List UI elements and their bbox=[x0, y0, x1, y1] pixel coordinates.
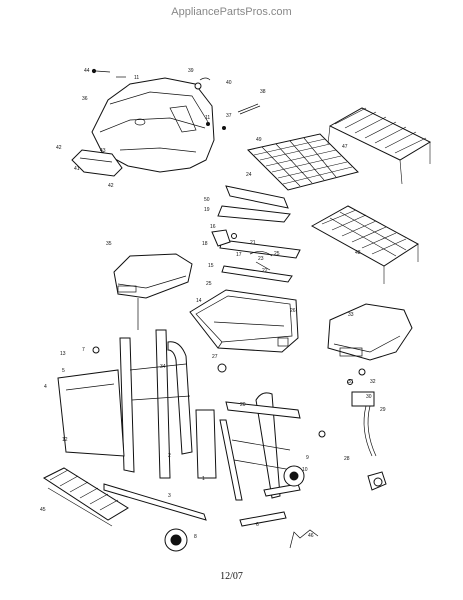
callout-18: 18 bbox=[202, 241, 208, 247]
callout-39: 39 bbox=[188, 68, 194, 74]
bottom-basket bbox=[42, 467, 129, 527]
screw-hardware bbox=[91, 68, 261, 130]
wheel-right bbox=[283, 465, 305, 487]
callout-32: 32 bbox=[370, 379, 376, 385]
callout-34: 34 bbox=[160, 364, 166, 370]
callout-42: 42 bbox=[56, 145, 62, 151]
right-side-shelf bbox=[327, 303, 413, 361]
callout-45: 45 bbox=[40, 507, 46, 513]
callout-42b: 42 bbox=[108, 183, 114, 189]
lower-cooking-grate bbox=[310, 205, 419, 284]
callout-49: 49 bbox=[256, 137, 262, 143]
left-side-shelf bbox=[113, 253, 193, 330]
callout-28: 28 bbox=[344, 456, 350, 462]
callout-11: 11 bbox=[134, 75, 139, 81]
callout-14: 14 bbox=[196, 298, 202, 304]
callout-1: 1 bbox=[202, 476, 205, 482]
callout-25b: 25 bbox=[206, 281, 212, 287]
callout-9: 9 bbox=[306, 455, 309, 461]
front-panel bbox=[57, 369, 125, 457]
callout-27: 27 bbox=[212, 354, 218, 360]
warming-rack bbox=[327, 107, 432, 185]
callout-26: 26 bbox=[290, 308, 296, 314]
date-code: 12/07 bbox=[220, 571, 243, 582]
callout-17: 17 bbox=[236, 252, 242, 258]
cooking-grate bbox=[247, 133, 359, 191]
callout-16: 16 bbox=[210, 224, 216, 230]
cross-rails bbox=[103, 409, 301, 527]
callout-labels: 44 11 39 40 36 38 37 11 43 42 41 42 49 4… bbox=[40, 68, 386, 540]
callout-11b: 11 bbox=[205, 115, 210, 121]
callout-24: 24 bbox=[246, 172, 252, 178]
callout-13: 13 bbox=[60, 351, 66, 357]
callout-3: 3 bbox=[168, 493, 171, 499]
cart-frame-left bbox=[119, 329, 193, 479]
callout-35: 35 bbox=[106, 241, 112, 247]
wheel-left bbox=[164, 528, 188, 552]
callout-48: 48 bbox=[355, 250, 361, 256]
callout-46: 46 bbox=[308, 533, 314, 539]
callout-38: 38 bbox=[260, 89, 266, 95]
callout-19: 19 bbox=[204, 207, 210, 213]
callout-22: 22 bbox=[262, 268, 268, 274]
callout-21: 21 bbox=[250, 240, 256, 246]
callout-29: 29 bbox=[380, 407, 386, 413]
callout-10: 10 bbox=[302, 467, 308, 473]
callout-7: 7 bbox=[82, 347, 85, 353]
callout-23: 23 bbox=[258, 256, 264, 262]
firebox bbox=[189, 289, 299, 353]
callout-4: 4 bbox=[44, 384, 47, 390]
heat-tent bbox=[217, 185, 301, 283]
callout-36: 36 bbox=[82, 96, 88, 102]
callout-6: 6 bbox=[256, 522, 259, 528]
callout-15: 15 bbox=[208, 263, 214, 269]
callout-47: 47 bbox=[342, 144, 348, 150]
callout-44: 44 bbox=[84, 68, 90, 74]
callout-33: 33 bbox=[348, 312, 354, 318]
callout-8: 8 bbox=[194, 534, 197, 540]
callout-12: 12 bbox=[62, 437, 68, 443]
callout-31: 31 bbox=[348, 379, 354, 385]
callout-2: 2 bbox=[168, 453, 171, 459]
grill-lid bbox=[91, 77, 215, 173]
watermark: AppliancePartsPros.com bbox=[171, 6, 292, 18]
callout-5: 5 bbox=[62, 368, 65, 374]
callout-43: 43 bbox=[100, 148, 106, 154]
lid-handle bbox=[71, 149, 123, 177]
callout-25: 25 bbox=[274, 251, 280, 257]
callout-30: 30 bbox=[366, 394, 372, 400]
tank-hook bbox=[92, 346, 326, 549]
callout-37: 37 bbox=[226, 113, 232, 119]
callout-40: 40 bbox=[226, 80, 232, 86]
control-valve-assembly bbox=[347, 368, 387, 491]
callout-50: 50 bbox=[204, 197, 210, 203]
igniter-parts bbox=[211, 229, 273, 271]
cart-frame-right bbox=[219, 392, 301, 501]
callout-20: 20 bbox=[240, 402, 246, 408]
callout-41: 41 bbox=[74, 166, 80, 172]
